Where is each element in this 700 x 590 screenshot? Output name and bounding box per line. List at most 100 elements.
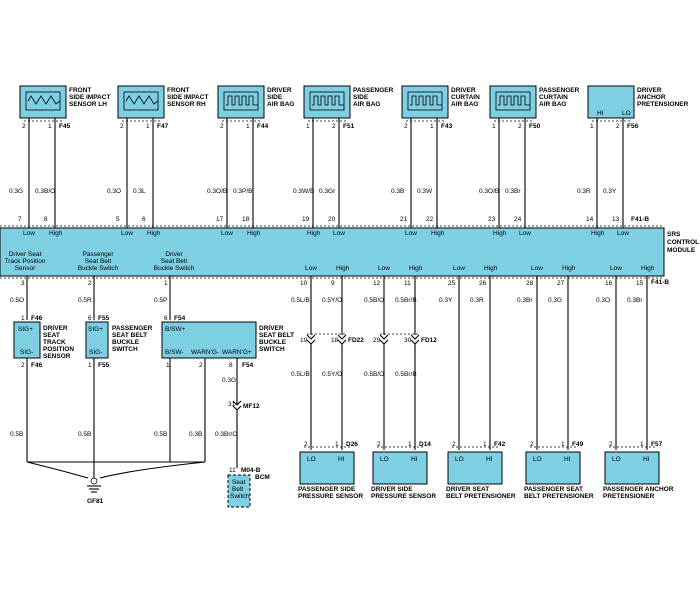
mod-pin-2: 2 <box>88 280 92 287</box>
dsbp-hi: HI <box>486 456 493 463</box>
svg-text:SEAT BELT: SEAT BELT <box>259 332 294 339</box>
pcab-name-0: PASSENGER <box>539 87 580 94</box>
psab-box <box>303 85 351 119</box>
dsbp-pin-a: 2 <box>452 441 456 448</box>
module-title: SRS CONTROL MODULE <box>667 231 699 254</box>
pspsen-pin-a: 2 <box>304 441 308 448</box>
dcab-mlab-a: Low <box>405 230 417 237</box>
dap-lo-label: LO <box>622 110 631 117</box>
module-bottom-connector: F41-B <box>651 279 669 286</box>
svg-text:Seat: Seat <box>232 479 246 486</box>
svg-text:Switch: Switch <box>230 493 250 500</box>
psab-pin-a: 1 <box>306 123 310 130</box>
dstps-top-pin: 1 <box>21 315 25 322</box>
splice-FD12-wire-b: 0.5Br/B <box>395 371 417 378</box>
splice-FD22-pin-b: 18 <box>331 337 339 344</box>
pspsen-box <box>299 451 355 485</box>
dsab-pin-a: 2 <box>220 123 224 130</box>
pcab-mpin-a: 23 <box>488 216 496 223</box>
dap-name-1: ANCHOR <box>637 94 666 101</box>
dsbbs-bsw-minus: B/SW- <box>165 349 184 356</box>
psab-wire-a: 0.3W/B <box>293 188 314 195</box>
svg-text:BUCKLE: BUCKLE <box>259 339 287 346</box>
dsbp-lo: LO <box>455 456 464 463</box>
wire-0-5p: 0.5P <box>154 297 167 304</box>
dcab-pin-b: 1 <box>430 123 434 130</box>
dsbp-name-1: BELT PRETENSIONER <box>446 493 516 500</box>
svg-text:DRIVER: DRIVER <box>43 325 68 332</box>
mod-br-pin-1: 9 <box>331 280 335 287</box>
psbp-pin-a: 2 <box>530 441 534 448</box>
dcab-wire-a: 0.3B <box>391 188 404 195</box>
pspsen-lo: LO <box>307 456 316 463</box>
dsbbs-bot-pin-1: 1 <box>166 362 170 369</box>
dsbbs-top-conn: F54 <box>174 315 186 322</box>
dstps-top-conn: F46 <box>31 315 43 322</box>
bcm-pin: 11 <box>229 467 236 474</box>
psab-mpin-b: 20 <box>328 216 336 223</box>
psbbs-top-pin: 6 <box>88 315 92 322</box>
mod-br-wire-8: 0.3O <box>596 297 610 304</box>
dcab-name-0: DRIVER <box>451 87 476 94</box>
mod-br-label-4: Low <box>453 265 465 272</box>
ground-symbol <box>87 477 101 493</box>
pcab-pin-a: 1 <box>492 123 496 130</box>
dap-name-0: DRIVER <box>637 87 662 94</box>
inner-label-psbbs-3: Buckle Switch <box>78 265 119 272</box>
pap-box <box>604 451 660 485</box>
fsrh-mlab-b: High <box>147 230 161 237</box>
svg-text:Belt: Belt <box>232 486 243 493</box>
splice-FD22-wire-a: 0.5L/B <box>291 371 310 378</box>
pap-hi: HI <box>643 456 650 463</box>
dsab-conn: F44 <box>257 123 269 130</box>
dap-wire-a: 0.3R <box>577 188 591 195</box>
mod-br-pin-6: 28 <box>526 280 534 287</box>
psbp-conn: F49 <box>572 441 584 448</box>
wire-0-5r: 0.5R <box>78 297 92 304</box>
pap-pin-a: 2 <box>609 441 613 448</box>
dspsen-name-0: DRIVER SIDE <box>371 486 413 493</box>
bcm-conn: M04-B <box>241 467 261 474</box>
psab-name-1: SIDE <box>353 94 369 101</box>
psbp-box <box>525 451 581 485</box>
mod-br-wire-0: 0.5L/B <box>291 297 310 304</box>
fslh-name-1: SIDE IMPACT <box>69 94 110 101</box>
dstps-name: DRIVER SEAT TRACK POSITION SENSOR <box>43 325 74 360</box>
squib-icon <box>495 91 531 111</box>
splice-FD12-conn: FD12 <box>421 337 437 344</box>
mod-pin-1: 1 <box>164 280 168 287</box>
wire-dsbbs-gnd2: 0.3B <box>189 431 202 438</box>
fslh-name-0: FRONT <box>69 87 91 94</box>
dsbp-name-0: DRIVER SEAT <box>446 486 489 493</box>
fslh-mpin-a: 7 <box>18 216 22 223</box>
module-title-line-2: CONTROL <box>667 239 699 246</box>
pap-pin-b: 1 <box>640 441 644 448</box>
mod-br-wire-7: 0.3G <box>548 297 562 304</box>
module-title-line-3: MODULE <box>667 247 696 254</box>
pcab-conn: F50 <box>529 123 541 130</box>
inner-label-dstps-3: Sensor <box>15 265 36 272</box>
dspsen-pin-a: 2 <box>377 441 381 448</box>
inner-label-dsbbs-1: Driver <box>165 251 183 258</box>
mod-br-pin-2: 12 <box>373 280 381 287</box>
fslh-mlab-b: High <box>49 230 63 237</box>
mod-br-pin-7: 27 <box>557 280 565 287</box>
inner-label-psbbs-1: Passenger <box>82 251 114 258</box>
dsab-mlab-b: High <box>247 230 261 237</box>
dstps-sig-plus: SIG+ <box>18 326 33 333</box>
mod-br-label-5: High <box>484 265 498 272</box>
inner-label-dstps-2: Track Position <box>5 258 46 265</box>
mod-br-wire-6: 0.3Br <box>517 297 533 304</box>
fsrh-pin-b: 1 <box>146 123 150 130</box>
psbbs-bot-conn: F55 <box>98 362 110 369</box>
psbp-hi: HI <box>564 456 571 463</box>
fsrh-mlab-a: Low <box>121 230 133 237</box>
svg-text:SWITCH: SWITCH <box>259 346 285 353</box>
mod-br-pin-8: 16 <box>605 280 613 287</box>
